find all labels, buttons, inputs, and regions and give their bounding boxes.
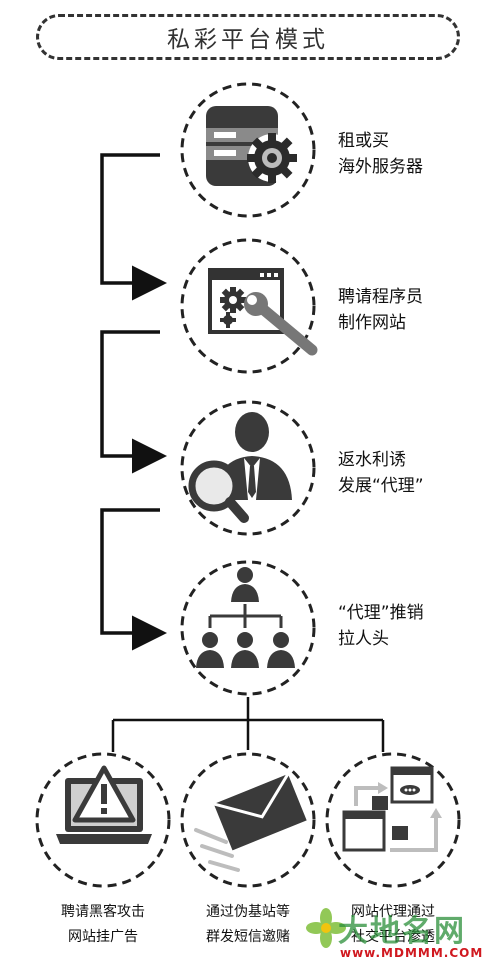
branch-label-2: 通过伪基站等 群发短信邀赌 [183,900,313,950]
branch-1-line-1: 聘请黑客攻击 [61,904,145,920]
step-3-line-2: 发展“代理” [338,476,424,496]
step-label-4: “代理”推销 拉人头 [338,600,424,652]
watermark-url: www.MDMMM.COM [340,946,484,960]
flower-logo-icon [306,908,346,948]
step-label-3: 返水利诱 发展“代理” [338,447,424,499]
step-1-line-2: 海外服务器 [338,157,423,177]
branch-3-line-1: 网站代理通过 [351,904,435,920]
branch-3-line-2: 社交平台渗透 [351,929,435,945]
branch-connectors [111,697,385,752]
server-gear-icon [206,106,297,186]
diagram-title: 私彩平台模式 [36,14,460,60]
branch-1-line-2: 网站挂广告 [68,929,138,945]
step-4-line-1: “代理”推销 [338,603,424,623]
branch-2-line-2: 群发短信邀赌 [206,929,290,945]
step-label-2: 聘请程序员 制作网站 [338,284,423,336]
connector-2-3 [100,330,167,474]
site-watermark: 大地名网 www.MDMMM.COM [300,904,496,970]
step-3-line-1: 返水利诱 [338,450,406,470]
step-4-line-2: 拉人头 [338,629,389,649]
laptop-warning-icon [56,765,152,844]
branch-2-line-1: 通过伪基站等 [206,904,290,920]
branch-label-3: 网站代理通过 社交平台渗透 [328,900,458,950]
businessman-magnifier-icon [188,412,292,523]
step-2-line-1: 聘请程序员 [338,287,423,307]
connector-1-2 [100,153,167,301]
web-settings-wrench-icon [208,268,318,356]
speeding-envelope-icon [194,773,307,872]
step-1-line-1: 租或买 [338,131,389,151]
connector-3-4 [100,508,167,651]
step-2-line-2: 制作网站 [338,313,406,333]
watermark-text: 大地名网 [338,914,466,949]
step-label-1: 租或买 海外服务器 [338,128,423,180]
hierarchy-people-icon [196,567,295,668]
linked-windows-icon [342,766,442,852]
branch-label-1: 聘请黑客攻击 网站挂广告 [38,900,168,950]
